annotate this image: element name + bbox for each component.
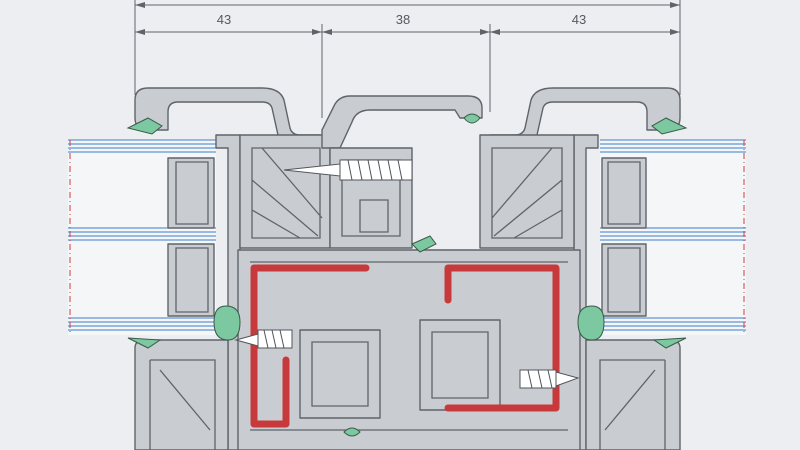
dimension-label-middle: 38	[396, 12, 410, 27]
gasket-icon	[343, 427, 361, 437]
screw-icon	[283, 159, 413, 181]
steel-reinforcements	[250, 264, 560, 428]
glass-panes-right	[600, 139, 746, 331]
dimension-chain: 43 38 43	[134, 0, 681, 118]
gasket-icon	[651, 117, 688, 135]
reinforcement-left	[250, 264, 370, 428]
reinforcement-right	[444, 264, 560, 412]
gasket-icon	[126, 117, 163, 135]
sash-profile-right	[479, 87, 681, 450]
spacer-right	[601, 157, 647, 317]
gasket-icon	[652, 337, 687, 349]
gasket-icon	[463, 113, 481, 124]
screw-icon	[519, 369, 580, 389]
mullion-core-left	[299, 329, 381, 419]
dimension-arrows	[135, 2, 680, 35]
gaskets	[126, 113, 688, 437]
glass-panes-left	[68, 139, 216, 331]
dimension-label-right: 43	[572, 12, 586, 27]
sash-chamber-left	[239, 134, 331, 249]
screw-icon	[234, 329, 293, 349]
gasket-icon	[577, 305, 605, 341]
sash-chamber-right	[479, 134, 575, 249]
gasket-icon	[127, 337, 162, 349]
gasket-icon	[411, 235, 437, 253]
mullion-top-cap	[321, 95, 483, 149]
gasket-icon	[213, 305, 241, 341]
glazing-unit-left	[68, 139, 216, 335]
screws	[234, 159, 580, 389]
spacer-left	[167, 157, 215, 317]
dimension-label-left: 43	[217, 12, 231, 27]
glazing-unit-right	[600, 139, 746, 335]
sash-profile-left	[134, 87, 331, 450]
